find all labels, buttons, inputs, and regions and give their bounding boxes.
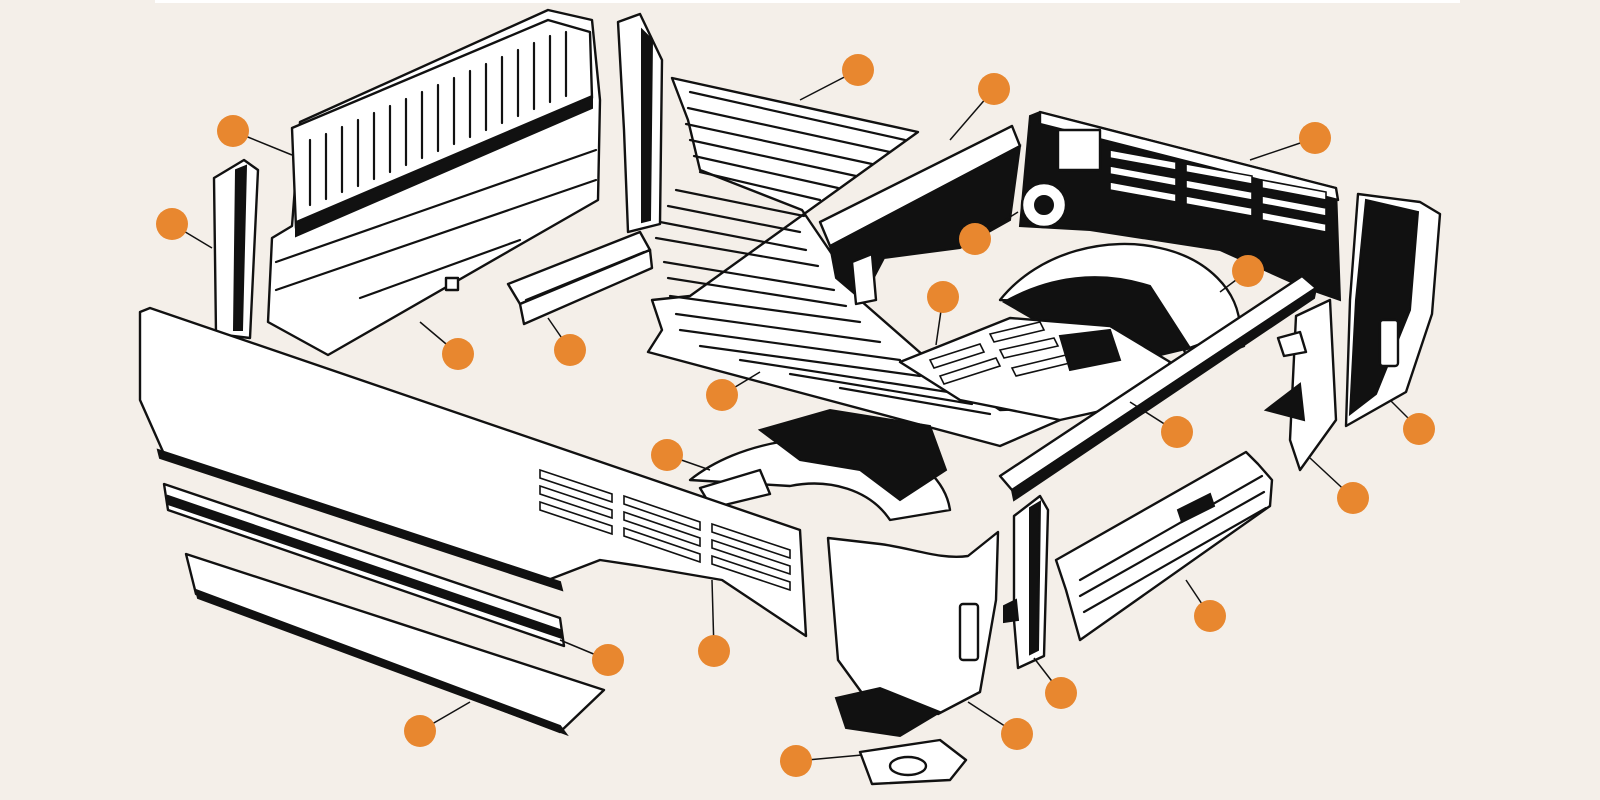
right-side-top-rail bbox=[998, 274, 1318, 502]
floor-cross-sill bbox=[506, 230, 654, 326]
left-rear-wheel-house bbox=[688, 408, 952, 522]
part-hotspot-marker[interactable] bbox=[706, 379, 738, 411]
left-bed-side-panel bbox=[138, 306, 808, 638]
part-hotspot-marker[interactable] bbox=[404, 715, 436, 747]
part-hotspot-marker[interactable] bbox=[780, 745, 812, 777]
part-hotspot-marker[interactable] bbox=[1161, 416, 1193, 448]
part-hotspot-marker[interactable] bbox=[217, 115, 249, 147]
part-hotspot-marker[interactable] bbox=[1194, 600, 1226, 632]
rear-bed-panel bbox=[1018, 110, 1342, 302]
part-hotspot-marker[interactable] bbox=[959, 223, 991, 255]
left-front-corner-post bbox=[212, 158, 260, 340]
right-rear-corner-post bbox=[1263, 298, 1338, 472]
part-hotspots[interactable] bbox=[156, 54, 1435, 777]
part-hotspot-marker[interactable] bbox=[698, 635, 730, 667]
rear-lamp-pillar bbox=[1003, 494, 1050, 670]
part-hotspot-marker[interactable] bbox=[1045, 677, 1077, 709]
lower-trim-strip bbox=[162, 482, 566, 648]
part-hotspot-marker[interactable] bbox=[978, 73, 1010, 105]
center-cross-brace bbox=[818, 124, 1022, 306]
right-rear-fender-panel bbox=[1344, 192, 1442, 428]
part-hotspot-marker[interactable] bbox=[1299, 122, 1331, 154]
part-hotspot-marker[interactable] bbox=[1403, 413, 1435, 445]
part-hotspot-marker[interactable] bbox=[554, 334, 586, 366]
right-floor-section bbox=[898, 316, 1172, 422]
part-hotspot-marker[interactable] bbox=[842, 54, 874, 86]
part-hotspot-marker[interactable] bbox=[1337, 482, 1369, 514]
fender-mounting-bracket bbox=[858, 738, 968, 786]
part-hotspot-marker[interactable] bbox=[156, 208, 188, 240]
bed-floor-ribs bbox=[654, 90, 992, 416]
part-hotspot-marker[interactable] bbox=[651, 439, 683, 471]
part-hotspot-marker[interactable] bbox=[1001, 718, 1033, 750]
left-rear-fender bbox=[826, 530, 1000, 738]
part-hotspot-marker[interactable] bbox=[927, 281, 959, 313]
front-bed-panel bbox=[266, 8, 602, 357]
running-board bbox=[184, 552, 606, 737]
top-white-band bbox=[155, 0, 1460, 3]
right-front-corner-post bbox=[616, 12, 664, 234]
part-hotspot-marker[interactable] bbox=[1232, 255, 1264, 287]
bed-floor bbox=[646, 76, 1062, 448]
front-panel-ribs bbox=[308, 30, 568, 207]
part-hotspot-marker[interactable] bbox=[592, 644, 624, 676]
part-hotspot-marker[interactable] bbox=[442, 338, 474, 370]
bed-side-reinforcement bbox=[1054, 450, 1274, 642]
